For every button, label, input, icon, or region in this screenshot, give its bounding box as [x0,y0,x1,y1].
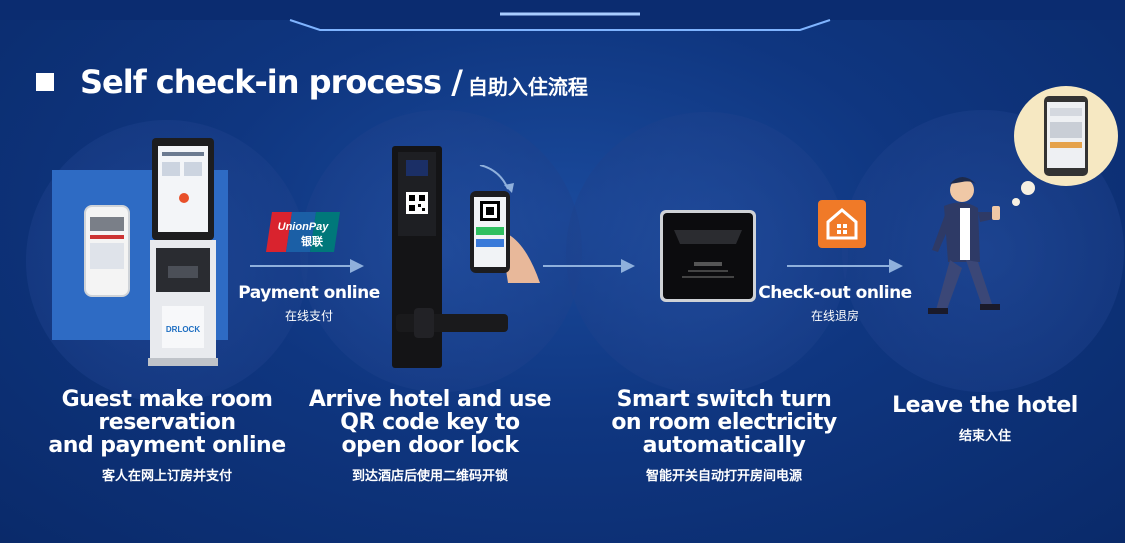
kiosk-brand: DRLOCK [166,325,200,334]
bullet-square-icon [36,73,54,91]
step-2-en-line-1: Arrive hotel and use [308,387,552,412]
step-2-en-line-3: open door lock [341,433,519,458]
step-3-label: Smart switch turn on room electricity au… [586,388,862,484]
smart-door-lock-image [392,146,508,368]
phone-scanning-qr-image [470,165,540,283]
arrow-right-icon [250,259,364,273]
step-3-en-line-3: automatically [642,433,806,458]
unionpay-logo: UnionPay 银联 [266,212,340,252]
step-3-en-line-1: Smart switch turn [616,387,832,412]
checkout-online-label: Check-out online 在线退房 [758,283,912,323]
title-english: Self check-in process / [80,63,463,101]
unionpay-chinese-text: 银联 [301,234,323,248]
unionpay-text: UnionPay [278,221,330,233]
step-2-zh: 到达酒店后使用二维码开锁 [351,469,508,484]
arrow-right-icon [543,259,635,273]
page-title: Self check-in process / 自助入住流程 [36,62,588,102]
top-decorative-bar [0,0,1125,31]
step-2-en-line-2: QR code key to [340,410,520,435]
house-icon [818,200,866,248]
step-1-en-line-1: Guest make room [61,387,273,412]
arrow-right-icon [787,259,903,273]
step-1-zh: 客人在网上订房并支付 [101,469,232,484]
booking-phone-image [84,205,130,297]
step-3-zh: 智能开关自动打开房间电源 [645,469,802,484]
step-4-en-line-1: Leave the hotel [892,393,1078,418]
title-chinese: 自助入住流程 [467,74,588,99]
step-4-label: Leave the hotel 结束入住 [878,394,1092,444]
step-1-label: Guest make room reservation and payment … [24,388,310,484]
payment-online-label: Payment online 在线支付 [238,283,380,323]
self-service-kiosk-image: DRLOCK [148,138,218,366]
step-4-zh: 结束入住 [958,429,1011,444]
step-3-en-line-2: on room electricity [611,410,837,435]
thought-bubble-icon [1012,86,1118,206]
person-leaving-image [928,177,1000,314]
smart-power-switch-image [660,210,756,302]
step-1-en-line-3: and payment online [48,433,286,458]
step-2-label: Arrive hotel and use QR code key to open… [296,388,564,484]
step-1-en-line-2: reservation [98,410,236,435]
